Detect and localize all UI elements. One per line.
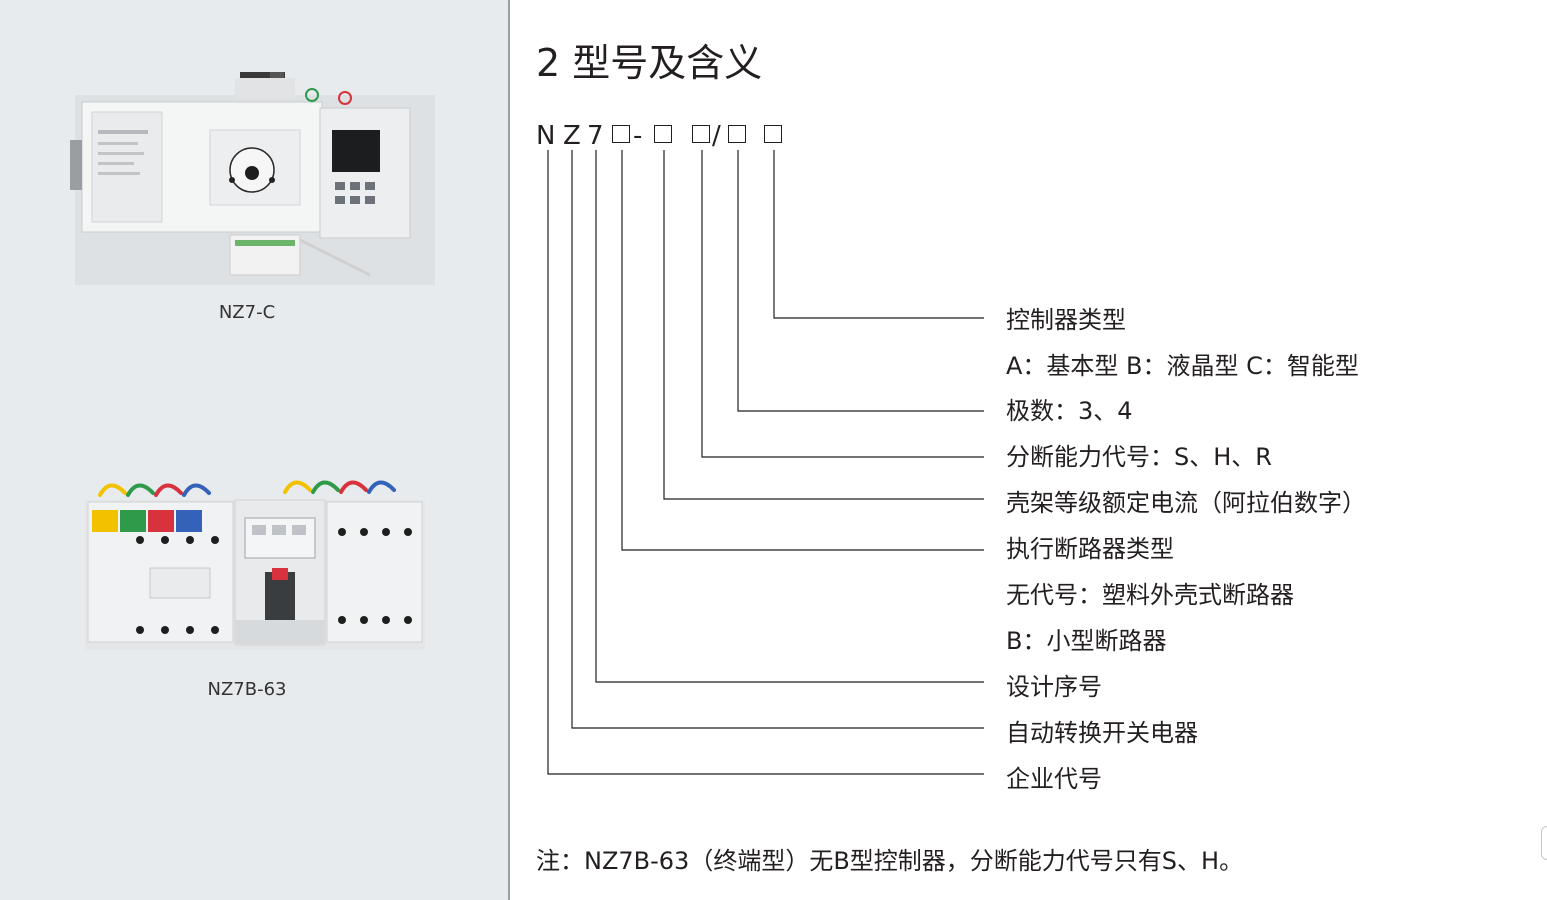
code-box-frame-current	[654, 125, 672, 143]
meaning-breaker-b: B：小型断路器	[1006, 627, 1167, 655]
nz7-c-caption: NZ7-C	[218, 302, 276, 323]
model-code-dash: -	[633, 121, 643, 151]
model-code-slash: /	[712, 121, 721, 151]
code-box-poles	[728, 125, 746, 143]
connector-poles	[737, 150, 984, 412]
connector-controller-type	[773, 150, 984, 319]
left-panel: NZ7-C	[0, 0, 510, 900]
meaning-ats: 自动转换开关电器	[1006, 719, 1198, 747]
meaning-breaker-none: 无代号：塑料外壳式断路器	[1006, 581, 1294, 609]
code-box-breaker-type	[612, 125, 630, 143]
connector-breaker-type	[621, 150, 984, 551]
nz7b-63-product-image	[85, 480, 425, 650]
connector-enterprise-code	[547, 150, 984, 775]
connector-frame-current	[663, 150, 984, 500]
meaning-controller-type: 控制器类型	[1006, 306, 1126, 334]
meaning-frame-current: 壳架等级额定电流（阿拉伯数字）	[1006, 489, 1366, 517]
model-code-7: 7	[587, 121, 604, 151]
model-code-n: N	[536, 121, 556, 151]
connector-breaking-capacity	[701, 150, 984, 458]
meaning-controller-options: A：基本型 B：液晶型 C：智能型	[1006, 352, 1359, 380]
code-box-controller-type	[764, 125, 782, 143]
code-box-breaking-capacity	[692, 125, 710, 143]
meaning-breaking-capacity: 分断能力代号：S、H、R	[1006, 443, 1272, 471]
nz7-c-product-image	[70, 72, 435, 285]
nz7b-63-caption: NZ7B-63	[207, 679, 287, 700]
model-code-z: Z	[563, 121, 581, 151]
meaning-design-serial: 设计序号	[1006, 673, 1102, 701]
connector-ats	[571, 150, 984, 729]
meaning-enterprise-code: 企业代号	[1006, 765, 1102, 793]
section-title: 2 型号及含义	[536, 41, 763, 85]
edge-tab-handle[interactable]	[1541, 826, 1547, 860]
connector-design-serial	[595, 150, 984, 683]
footnote: 注：NZ7B-63（终端型）无B型控制器，分断能力代号只有S、H。	[536, 847, 1244, 875]
meaning-poles: 极数：3、4	[1006, 397, 1133, 425]
meaning-breaker-type: 执行断路器类型	[1006, 535, 1174, 563]
